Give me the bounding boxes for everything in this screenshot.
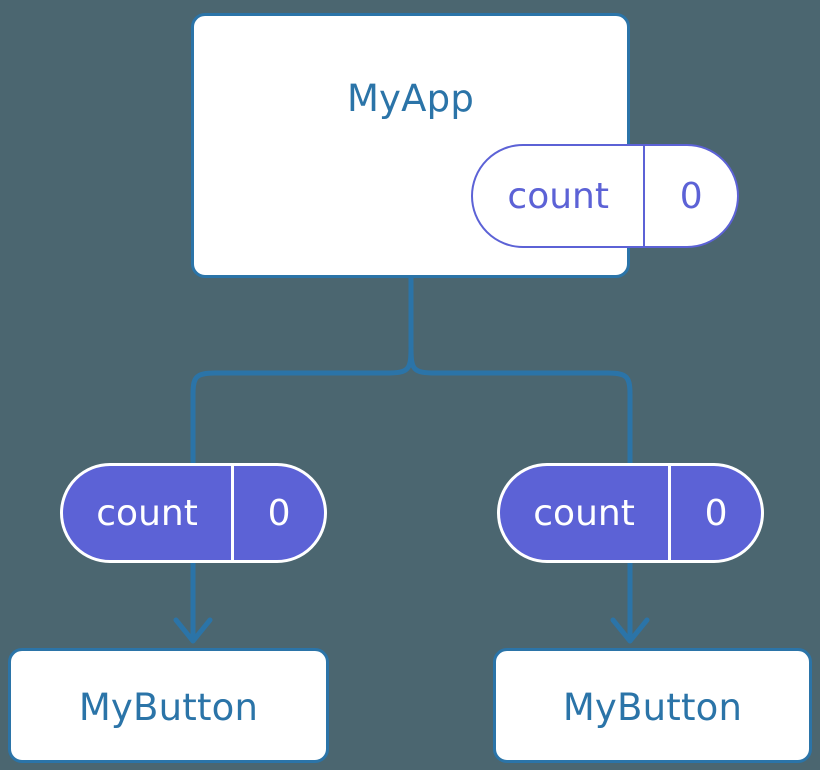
state-pill-myapp-key: count xyxy=(473,146,646,246)
component-box-mybutton-right[interactable]: MyButton xyxy=(493,648,812,763)
prop-pill-left[interactable]: count 0 xyxy=(60,463,327,563)
prop-pill-right-value: 0 xyxy=(704,492,728,534)
arrow-head-right xyxy=(610,617,650,644)
component-title-mybutton-right: MyButton xyxy=(562,686,743,729)
component-title-myapp: MyApp xyxy=(346,77,475,120)
component-box-myapp[interactable]: MyApp count 0 xyxy=(191,13,739,278)
fork-branch-left xyxy=(190,346,414,463)
component-box-mybutton-left[interactable]: MyButton xyxy=(8,648,329,763)
prop-pill-right[interactable]: count 0 xyxy=(497,463,764,563)
prop-pill-left-value: 0 xyxy=(267,492,291,534)
arrow-head-left xyxy=(173,617,213,644)
component-title-mybutton-left: MyButton xyxy=(78,686,259,729)
fork-branch-right xyxy=(408,346,633,463)
state-pill-myapp-value: 0 xyxy=(679,175,703,217)
state-pill-myapp[interactable]: count 0 xyxy=(471,144,739,248)
prop-pill-left-key: count xyxy=(63,466,235,560)
prop-pill-right-key: count xyxy=(500,466,672,560)
